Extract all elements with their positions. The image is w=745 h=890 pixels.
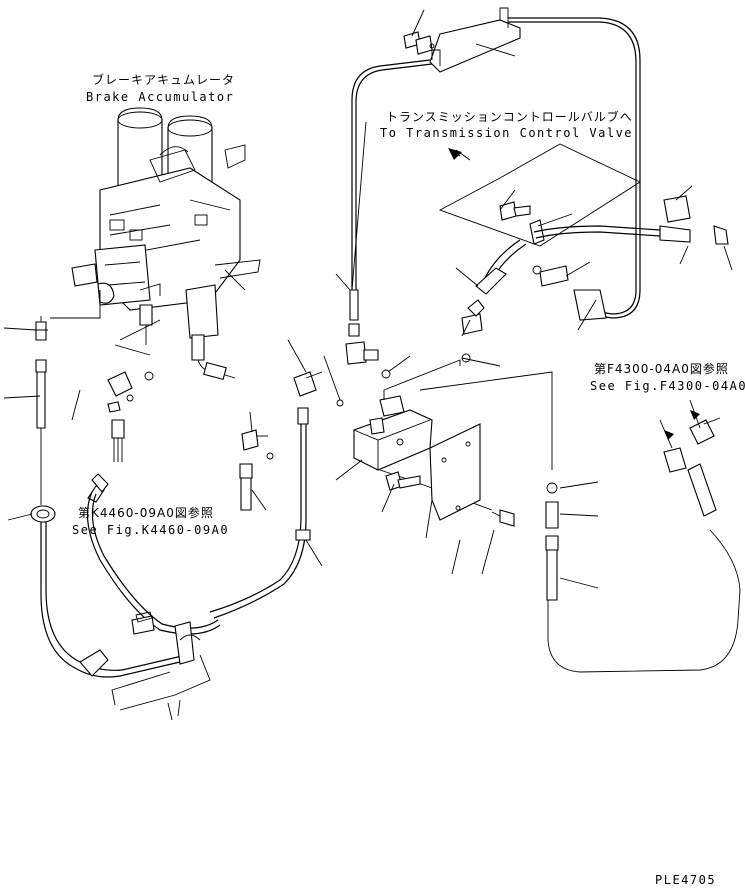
transmission-fittings bbox=[351, 121, 729, 335]
brake-accumulator-assembly bbox=[50, 107, 261, 381]
ref-f4300-en-label: See Fig.F4300-04A0 bbox=[590, 379, 745, 393]
brake-accumulator-jp-label: ブレーキアキュムレータ bbox=[92, 72, 235, 87]
left-hose-run bbox=[30, 316, 221, 678]
leader-lines bbox=[3, 9, 733, 717]
brake-accumulator-en-label: Brake Accumulator bbox=[86, 90, 234, 104]
manifold-valve bbox=[353, 353, 515, 527]
bottom-clamp-bracket bbox=[79, 611, 211, 721]
ref-k4460-jp-label: 第K4460-09A0図参照 bbox=[78, 505, 214, 520]
ref-f4300-jp-label: 第F4300-04A0図参照 bbox=[594, 361, 729, 376]
ref-k4460-en-label: See Fig.K4460-09A0 bbox=[72, 523, 229, 537]
upper-hose-loop bbox=[345, 7, 641, 379]
transmission-en-label: To Transmission Control Valve bbox=[380, 126, 633, 140]
right-hose-run bbox=[419, 371, 741, 673]
center-fittings bbox=[209, 371, 344, 619]
transmission-jp-label: トランスミッションコントロールバルブへ bbox=[386, 109, 633, 124]
drawing-number: PLE4705 bbox=[655, 873, 716, 887]
